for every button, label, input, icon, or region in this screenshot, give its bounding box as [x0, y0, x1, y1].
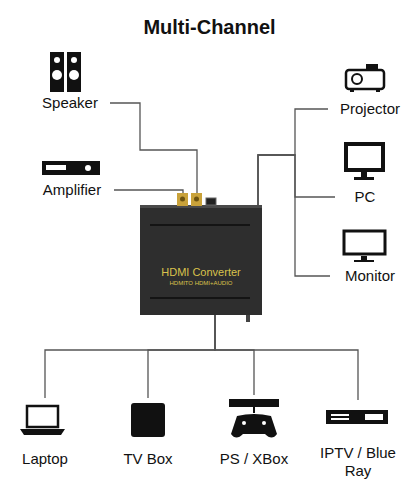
pc-screen: [346, 144, 383, 170]
device-node: PC: [335, 140, 395, 206]
amplifier-body: [42, 161, 100, 175]
device-label: PS / XBox: [220, 450, 288, 468]
connector-line: [258, 155, 330, 276]
projector-icon: [346, 64, 384, 92]
speaker-tweeter: [54, 57, 60, 63]
amplifier-knob: [85, 165, 91, 171]
device-node: TV Box: [112, 398, 184, 468]
monitor-screen: [344, 231, 385, 254]
monitor-icon: [344, 231, 385, 262]
laptop-icon: [20, 406, 65, 435]
amplifier-icon: [42, 161, 100, 175]
pc-icon: [346, 144, 383, 180]
device-node: Laptop: [10, 398, 80, 468]
projector-foot: [350, 89, 354, 92]
connector-line: [148, 315, 215, 398]
controller-cable: [253, 407, 255, 413]
optical-port: [206, 198, 216, 205]
converter-groove: [150, 297, 250, 299]
device-node: Speaker: [30, 50, 110, 112]
device-label: Projector: [340, 100, 400, 118]
iptv-icon: [326, 410, 388, 424]
device-label: TV Box: [123, 450, 172, 468]
speaker-cabinet: [50, 52, 64, 92]
device-node: Projector: [328, 58, 412, 118]
connector-line: [45, 315, 215, 398]
laptop-base: [20, 429, 65, 435]
device-label: IPTV / Blue Ray: [314, 444, 402, 480]
device-label: PC: [355, 188, 376, 206]
monitor-base: [354, 260, 374, 262]
rca-jack: [191, 193, 202, 206]
speaker-icon: [50, 52, 81, 92]
iptv-stripe: [331, 418, 349, 420]
iptv-stripe: [331, 414, 349, 416]
monitor-stand: [361, 256, 367, 260]
rca-hole: [194, 197, 199, 202]
amplifier-display: [46, 165, 66, 170]
controller: [231, 414, 277, 438]
diagram-title: Multi-Channel: [0, 14, 419, 40]
power-port: [246, 315, 250, 322]
speaker-tweeter: [71, 57, 77, 63]
converter-groove: [150, 224, 250, 226]
pc-base: [354, 177, 374, 180]
projector-top: [366, 64, 378, 70]
console-icon: [229, 399, 279, 438]
device-label: Speaker: [42, 94, 98, 112]
rca-jack: [177, 193, 188, 206]
converter-box: HDMI ConverterHDMITO HDMI+AUDIO: [140, 205, 262, 315]
pc-stand: [361, 172, 367, 177]
iptv-body: [326, 410, 388, 424]
device-node: Monitor: [330, 225, 410, 285]
speaker-woofer: [52, 70, 62, 80]
laptop-screen: [27, 406, 58, 427]
iptv-display: [365, 414, 383, 420]
rca-hole: [180, 197, 185, 202]
tvbox-icon: [131, 403, 165, 437]
device-node: Amplifier: [30, 155, 114, 199]
device-label: Amplifier: [43, 181, 101, 199]
speaker-woofer: [69, 70, 79, 80]
controller-button: [242, 421, 246, 425]
device-node: PS / XBox: [209, 395, 299, 468]
device-title: HDMI Converter: [161, 266, 240, 279]
connector-line: [110, 103, 197, 205]
console-body: [229, 399, 279, 407]
controller-button: [262, 421, 266, 425]
connector-line: [215, 315, 254, 395]
connector-line: [258, 109, 328, 205]
connector-line: [114, 190, 183, 205]
device-label: Monitor: [345, 267, 395, 285]
connector-line: [258, 155, 335, 205]
device-label: Laptop: [22, 450, 68, 468]
projector-lens: [352, 74, 362, 84]
device-subtitle: HDMITO HDMI+AUDIO: [169, 279, 232, 287]
projector-foot: [376, 89, 380, 92]
projector-body: [346, 70, 384, 89]
converter-body: [140, 205, 262, 315]
device-node: IPTV / Blue Ray: [314, 400, 402, 480]
speaker-cabinet: [67, 52, 81, 92]
connector-line: [215, 315, 358, 400]
converter-illustration: [140, 193, 262, 322]
